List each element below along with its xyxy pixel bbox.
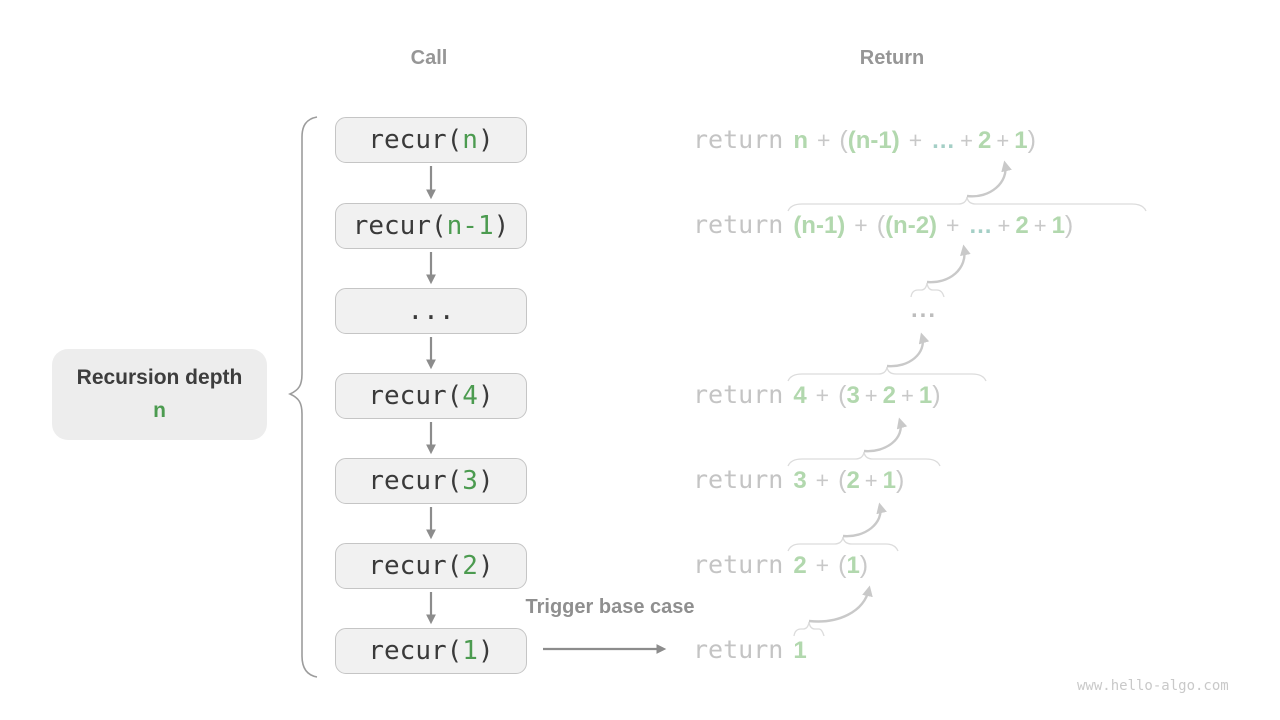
overbrace-row2 [787, 196, 1147, 212]
return-arrow-6 [808, 585, 873, 623]
overbrace-ellipsis [910, 282, 945, 298]
recursion-depth-text: Recursion depth [76, 366, 243, 389]
call-box-recur-3: recur(3) [335, 458, 527, 504]
call-box-recur-1: recur(1) [335, 628, 527, 674]
return-arrow-4 [863, 417, 908, 453]
call-box-ellipsis: ... [335, 288, 527, 334]
return-arrow-5 [842, 502, 887, 538]
return-arrow-3 [886, 332, 930, 368]
call-box-recur-4: recur(4) [335, 373, 527, 419]
call-column-header: Call [410, 47, 448, 69]
return-line-ellipsis: ... [911, 296, 938, 323]
overbrace-row5 [787, 451, 941, 467]
call-box-recur-n: recur(n) [335, 117, 527, 163]
overbrace-row6 [787, 536, 899, 552]
return-arrow-1 [966, 160, 1012, 198]
return-column-header: Return [859, 47, 925, 69]
recursion-depth-label: Recursion depth n [52, 349, 267, 440]
watermark: www.hello-algo.com [1077, 678, 1229, 694]
return-arrow-2 [926, 244, 971, 284]
return-line-n-1: return(n-1)+((n-2)+…+2+1) [693, 210, 1074, 239]
recursion-depth-brace [288, 116, 318, 678]
trigger-base-case-label: Trigger base case [525, 596, 695, 618]
call-box-recur-2: recur(2) [335, 543, 527, 589]
overbrace-row4 [787, 366, 987, 382]
recursion-depth-value: n [153, 399, 166, 422]
call-box-recur-n-1: recur(n-1) [335, 203, 527, 249]
overbrace-row7 [793, 621, 825, 637]
